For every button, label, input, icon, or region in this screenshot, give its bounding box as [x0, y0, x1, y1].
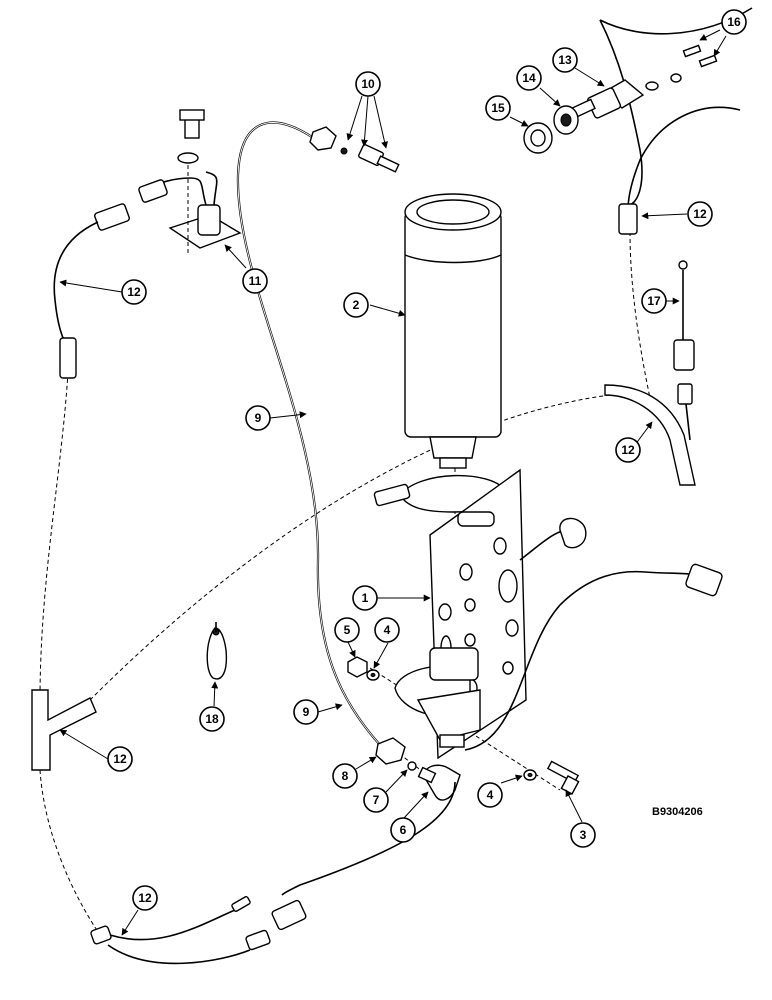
hose-tee [31, 689, 97, 771]
wire-clip [206, 622, 228, 680]
svg-text:4: 4 [487, 788, 494, 802]
callout-9-upper: 9 [245, 405, 271, 431]
svg-text:12: 12 [127, 285, 141, 299]
left-wire-harness [53, 179, 168, 379]
wire-route-left [39, 371, 69, 701]
svg-text:14: 14 [522, 71, 536, 85]
leader-lines [59, 29, 727, 936]
callout-12-upper-right: 12 [687, 201, 713, 227]
callout-1: 1 [352, 585, 378, 611]
svg-text:12: 12 [113, 752, 127, 766]
callout-6: 6 [390, 817, 416, 843]
jumper-wire [604, 260, 696, 486]
svg-text:16: 16 [727, 15, 741, 29]
svg-text:2: 2 [353, 298, 360, 312]
svg-text:12: 12 [693, 207, 707, 221]
svg-text:1: 1 [362, 591, 369, 605]
svg-text:12: 12 [138, 891, 152, 905]
wire-route-left-lower [39, 769, 101, 936]
svg-text:11: 11 [249, 274, 262, 288]
callout-12-right: 12 [615, 437, 641, 463]
callout-17: 17 [641, 288, 667, 314]
callout-14: 14 [516, 65, 542, 91]
svg-text:18: 18 [205, 712, 219, 726]
svg-text:9: 9 [303, 705, 310, 719]
wire-route-diagonal [89, 394, 611, 701]
svg-text:12: 12 [621, 443, 635, 457]
callout-8: 8 [332, 763, 358, 789]
callout-9-lower: 9 [293, 699, 319, 725]
callout-3: 3 [570, 822, 596, 848]
switch-assembly [523, 7, 753, 235]
bolt-and-washer [523, 760, 580, 795]
svg-text:6: 6 [400, 823, 407, 837]
lower-wire-harness [90, 896, 307, 965]
svg-text:10: 10 [361, 77, 375, 91]
callout-16: 16 [721, 9, 747, 35]
svg-text:4: 4 [384, 623, 391, 637]
figure-id: B9304206 [652, 806, 703, 818]
fuel-hose [236, 121, 381, 746]
sensor-wire-connector [464, 517, 723, 751]
callout-12-lower-left: 12 [107, 746, 133, 772]
callout-2: 2 [343, 292, 369, 318]
temperature-sender [309, 126, 400, 173]
callout-18: 18 [199, 706, 225, 732]
callout-10: 10 [355, 71, 381, 97]
callout-13: 13 [552, 47, 578, 73]
callout-15: 15 [485, 95, 511, 121]
filter-mounting-bracket [373, 468, 527, 760]
callout-5: 5 [334, 617, 360, 643]
svg-text:17: 17 [647, 294, 661, 308]
fuel-filter [404, 193, 502, 469]
svg-text:5: 5 [344, 623, 351, 637]
callout-4-right: 4 [477, 782, 503, 808]
svg-text:7: 7 [373, 793, 380, 807]
svg-text:3: 3 [580, 828, 587, 842]
pressure-switch-bracket [141, 109, 242, 255]
svg-text:15: 15 [491, 101, 505, 115]
callout-12-bottom: 12 [132, 885, 158, 911]
hose-fitting-assembly [281, 737, 461, 896]
callout-7: 7 [363, 787, 389, 813]
svg-text:13: 13 [558, 53, 572, 67]
svg-text:9: 9 [255, 411, 262, 425]
nut-and-washer [347, 656, 380, 681]
callout-11: 11 [242, 268, 268, 294]
wire-route-right [629, 231, 651, 399]
callout-4-left: 4 [374, 617, 400, 643]
callout-12-upper-left: 12 [121, 279, 147, 305]
svg-text:8: 8 [342, 769, 349, 783]
